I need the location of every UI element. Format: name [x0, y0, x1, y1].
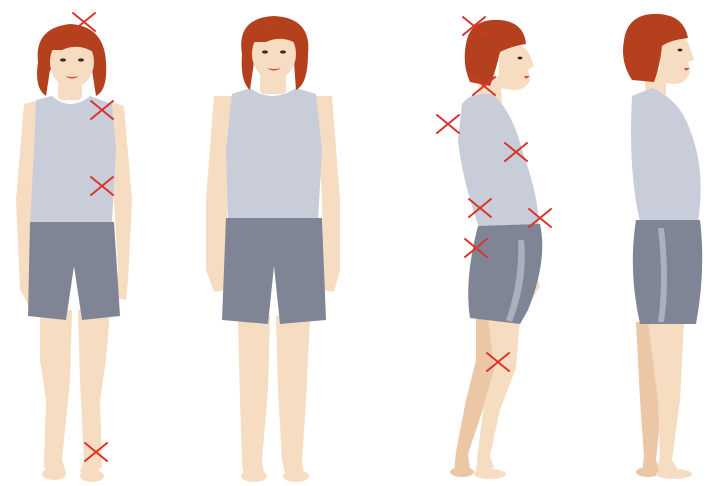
leg-left — [40, 310, 72, 476]
tank-top — [631, 88, 701, 222]
figure-side-correct — [623, 14, 702, 479]
leg-right — [276, 316, 310, 478]
shorts — [633, 220, 702, 324]
x-mark-icon — [437, 115, 459, 133]
foot-front — [474, 469, 506, 479]
figure-front-correct — [206, 16, 340, 482]
tank-top — [30, 96, 116, 224]
tank-top — [458, 94, 538, 230]
figure-front-incorrect — [16, 24, 132, 482]
foot-back — [636, 467, 660, 477]
foot-right — [283, 470, 309, 482]
shorts — [222, 218, 326, 324]
foot-left — [241, 470, 267, 482]
foot-right — [80, 470, 104, 482]
shorts — [468, 224, 542, 324]
shorts — [28, 222, 120, 320]
figure-side-incorrect — [450, 20, 542, 479]
foot-front — [656, 469, 692, 479]
tank-top — [226, 88, 322, 220]
foot-back — [450, 467, 474, 477]
foot-left — [42, 468, 66, 480]
leg-left — [238, 316, 270, 478]
